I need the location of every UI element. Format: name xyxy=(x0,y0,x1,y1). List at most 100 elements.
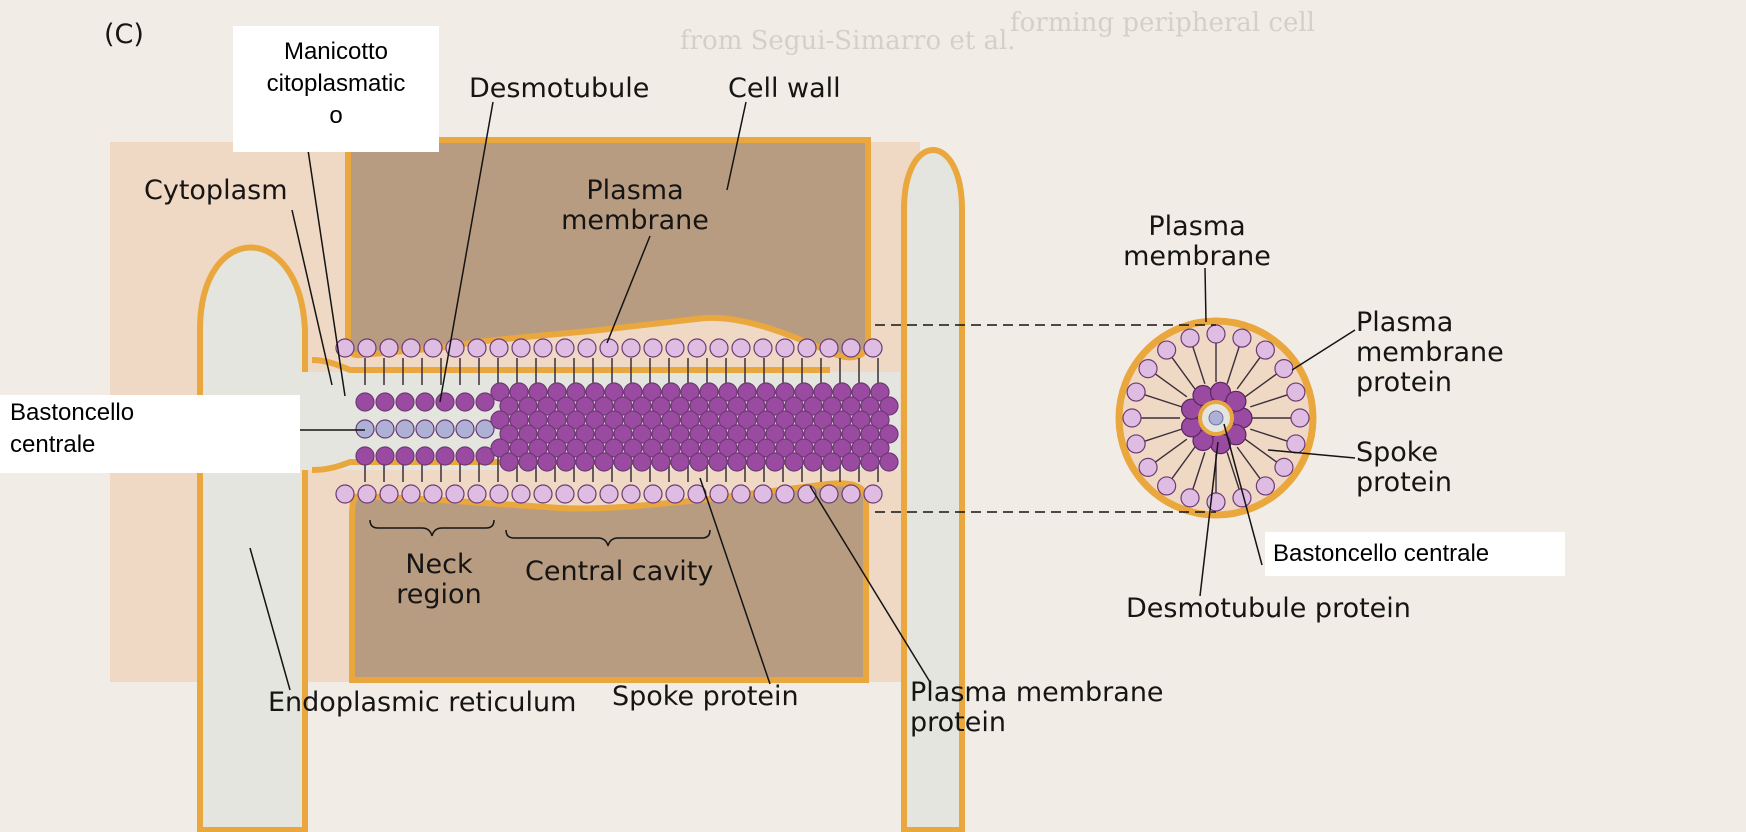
label-line: Bastoncello xyxy=(10,397,300,429)
membrane-protein-upper xyxy=(512,339,530,357)
membrane-protein-upper xyxy=(622,339,640,357)
inset-membrane-protein xyxy=(1287,435,1305,453)
membrane-protein-lower xyxy=(336,485,354,503)
membrane-protein-lower xyxy=(666,485,684,503)
label-cell-wall: Cell wall xyxy=(728,74,841,104)
membrane-protein-lower xyxy=(446,485,464,503)
membrane-protein-lower xyxy=(864,485,882,503)
desmotubule-protein xyxy=(356,447,374,465)
inset-membrane-protein xyxy=(1291,409,1309,427)
desmotubule-protein xyxy=(861,453,879,471)
membrane-protein-lower xyxy=(490,485,508,503)
membrane-protein-upper xyxy=(380,339,398,357)
membrane-protein-upper xyxy=(468,339,486,357)
membrane-protein-upper xyxy=(732,339,750,357)
membrane-protein-lower xyxy=(754,485,772,503)
desmotubule-protein xyxy=(652,453,670,471)
desmotubule-protein xyxy=(633,453,651,471)
inset-membrane-protein xyxy=(1139,458,1157,476)
membrane-protein-upper xyxy=(424,339,442,357)
membrane-protein-upper xyxy=(644,339,662,357)
desmotubule-protein xyxy=(396,447,414,465)
label-central-cavity: Central cavity xyxy=(525,557,713,587)
desmotubule-protein xyxy=(396,393,414,411)
overlay-bastoncello-centrale-left: Bastoncello centrale xyxy=(0,395,300,473)
membrane-protein-lower xyxy=(622,485,640,503)
membrane-protein-lower xyxy=(512,485,530,503)
membrane-protein-lower xyxy=(534,485,552,503)
desmotubule-protein xyxy=(842,453,860,471)
label-endoplasmic-reticulum: Endoplasmic reticulum xyxy=(268,688,576,718)
label-line: region xyxy=(384,580,494,610)
desmotubule-protein xyxy=(356,393,374,411)
label-line: Neck xyxy=(384,550,494,580)
inset-membrane-protein xyxy=(1158,477,1176,495)
label-spoke-protein-bottom: Spoke protein xyxy=(612,682,799,712)
membrane-protein-lower xyxy=(578,485,596,503)
membrane-protein-upper xyxy=(578,339,596,357)
cross-section-inset xyxy=(1119,321,1313,515)
overlay-bastoncello-centrale-right: Bastoncello centrale xyxy=(1265,532,1565,576)
label-line: protein xyxy=(1356,468,1452,498)
membrane-protein-upper xyxy=(402,339,420,357)
membrane-protein-upper xyxy=(534,339,552,357)
desmotubule-protein xyxy=(614,453,632,471)
inset-membrane-protein xyxy=(1123,409,1141,427)
central-rod-bead xyxy=(376,420,394,438)
label-line: Plasma membrane xyxy=(910,678,1164,708)
membrane-protein-lower xyxy=(358,485,376,503)
central-rod-bead xyxy=(356,420,374,438)
desmotubule-protein xyxy=(436,447,454,465)
label-spoke-protein-right: Spoke protein xyxy=(1356,438,1452,498)
desmotubule-protein xyxy=(376,393,394,411)
desmotubule-protein xyxy=(576,453,594,471)
membrane-protein-upper xyxy=(798,339,816,357)
label-line: protein xyxy=(1356,368,1504,398)
desmotubule-protein xyxy=(456,393,474,411)
desmotubule-protein xyxy=(728,453,746,471)
label-line: membrane xyxy=(552,206,718,236)
desmotubule-protein xyxy=(785,453,803,471)
desmotubule-protein xyxy=(376,447,394,465)
membrane-protein-lower xyxy=(842,485,860,503)
label-plasma-membrane-protein-bottom: Plasma membrane protein xyxy=(910,678,1164,738)
label-plasma-membrane-center: Plasma membrane xyxy=(552,176,718,236)
membrane-protein-upper xyxy=(358,339,376,357)
membrane-protein-lower xyxy=(424,485,442,503)
desmotubule-protein xyxy=(538,453,556,471)
desmotubule-protein xyxy=(557,453,575,471)
membrane-protein-lower xyxy=(798,485,816,503)
membrane-protein-upper xyxy=(842,339,860,357)
membrane-protein-upper xyxy=(820,339,838,357)
cell-wall-upper xyxy=(348,140,868,357)
membrane-protein-upper xyxy=(776,339,794,357)
label-line: centrale xyxy=(10,429,300,461)
desmotubule-protein xyxy=(880,453,898,471)
membrane-protein-lower xyxy=(710,485,728,503)
membrane-protein-upper xyxy=(864,339,882,357)
left-lobe xyxy=(200,248,305,831)
central-rod-bead xyxy=(396,420,414,438)
desmotubule-protein xyxy=(690,453,708,471)
desmotubule-protein xyxy=(416,393,434,411)
membrane-protein-upper xyxy=(666,339,684,357)
label-plasma-membrane-protein-right: Plasma membrane protein xyxy=(1356,308,1504,398)
label-line: membrane xyxy=(1356,338,1504,368)
central-rod-bead xyxy=(456,420,474,438)
membrane-protein-lower xyxy=(732,485,750,503)
label-desmotubule-protein: Desmotubule protein xyxy=(1126,594,1411,624)
desmotubule-protein xyxy=(500,453,518,471)
inset-membrane-protein xyxy=(1127,383,1145,401)
inset-membrane-protein xyxy=(1127,435,1145,453)
desmotubule-protein xyxy=(747,453,765,471)
desmotubule-protein xyxy=(709,453,727,471)
inset-membrane-protein xyxy=(1158,341,1176,359)
desmotubule-protein xyxy=(671,453,689,471)
central-rod-bead xyxy=(436,420,454,438)
overlay-manicotto-citoplasmatico: Manicotto citoplasmatic o xyxy=(233,26,439,152)
central-rod-bead xyxy=(416,420,434,438)
membrane-protein-lower xyxy=(600,485,618,503)
inset-membrane-protein xyxy=(1181,329,1199,347)
label-line: protein xyxy=(910,708,1164,738)
